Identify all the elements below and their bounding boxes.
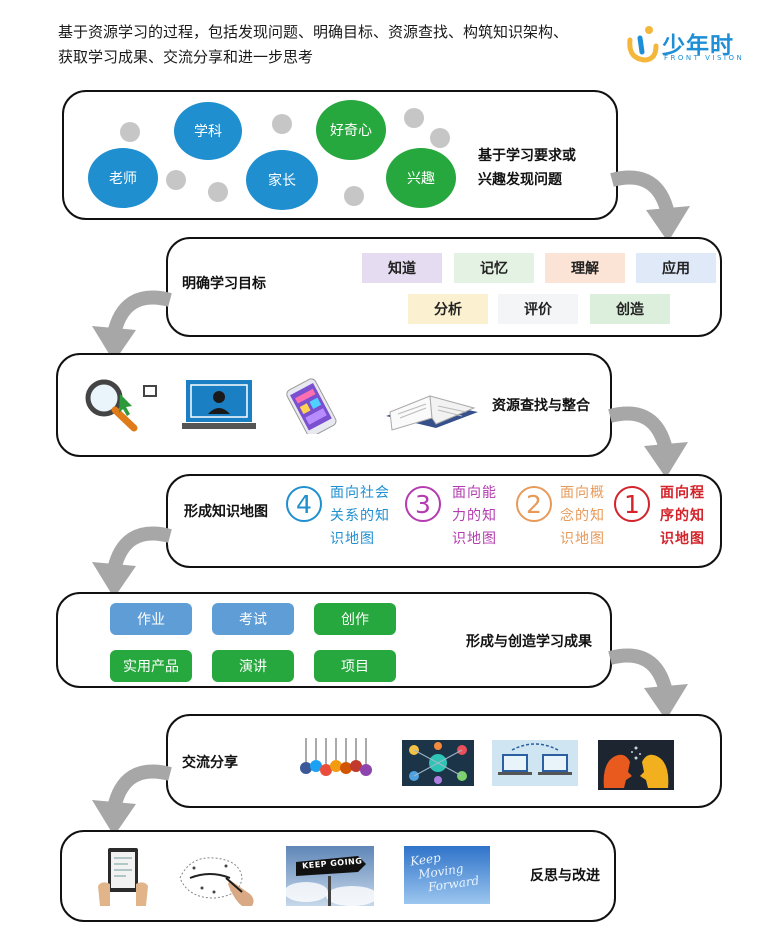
heads-communication-image	[598, 740, 674, 790]
map-text-line: 念的知	[560, 508, 605, 524]
arrow-left-icon	[92, 526, 172, 598]
logo-name: 少年时	[662, 33, 734, 59]
header-line-2: 获取学习成果、交流分享和进一步思考	[58, 48, 314, 66]
stage6-label: 交流分享	[182, 755, 238, 771]
decor-dot	[272, 114, 292, 134]
decor-dot	[430, 128, 450, 148]
outcome-creation: 创作	[314, 603, 396, 635]
magnifier-search-icon	[85, 379, 157, 432]
map-text-line: 序的知	[660, 508, 705, 524]
arrow-right-icon	[610, 170, 690, 242]
circle-curiosity: 好奇心	[316, 100, 386, 160]
stage1-label: 基于学习要求或 兴趣发现问题	[478, 144, 576, 192]
map-number-3: 3	[405, 486, 441, 522]
stage1-label-line2: 兴趣发现问题	[478, 172, 562, 188]
logo-mark-icon	[627, 26, 659, 63]
goal-tag-create: 创造	[590, 294, 670, 324]
decor-dot	[344, 186, 364, 206]
arrow-right-icon	[608, 648, 688, 720]
map-text-concept: 面向概 念的知 识地图	[560, 482, 624, 551]
circle-parent: 家长	[246, 150, 318, 210]
logo: 少年时 FRONT VISION	[622, 22, 747, 66]
map-text-social: 面向社会 关系的知 识地图	[330, 482, 394, 551]
map-number-2: 2	[516, 486, 552, 522]
page-header: 基于资源学习的过程，包括发现问题、明确目标、资源查找、构筑知识架构、 获取学习成…	[58, 20, 618, 70]
computers-sharing-image	[492, 740, 578, 786]
map-text-line: 关系的知	[330, 508, 390, 524]
open-book-icon	[386, 395, 478, 431]
map-text-line: 面向能	[452, 485, 497, 501]
stage4-label: 形成知识地图	[184, 504, 268, 520]
goal-tag-apply: 应用	[636, 253, 716, 283]
header-line-1: 基于资源学习的过程，包括发现问题、明确目标、资源查找、构筑知识架构、	[58, 23, 569, 41]
stage1-label-line1: 基于学习要求或	[478, 148, 576, 164]
map-text-line: 识地图	[560, 531, 605, 547]
map-text-line: 力的知	[452, 508, 497, 524]
circle-interest: 兴趣	[386, 148, 456, 208]
smartphone-app-icon	[286, 378, 337, 434]
outcome-project: 项目	[314, 650, 396, 682]
outcome-exam: 考试	[212, 603, 294, 635]
map-text-line: 识地图	[452, 531, 497, 547]
map-text-line: 面向社会	[330, 485, 390, 501]
decor-dot	[208, 182, 228, 202]
goal-tag-understand: 理解	[545, 253, 625, 283]
goal-tag-evaluate: 评价	[498, 294, 578, 324]
stage2-label: 明确学习目标	[182, 276, 266, 292]
circle-subject: 学科	[174, 102, 242, 160]
computer-monitor-icon	[182, 380, 256, 429]
decor-dot	[166, 170, 186, 190]
map-number-1: 1	[614, 486, 650, 522]
map-text-line: 识地图	[330, 531, 375, 547]
outcome-homework: 作业	[110, 603, 192, 635]
sky-text: Keep Moving Forward	[409, 846, 480, 896]
keep-going-sign-image: KEEP GOING	[286, 846, 374, 906]
map-number-4: 4	[286, 486, 322, 522]
goal-tag-analyze: 分析	[408, 294, 488, 324]
arrow-left-icon	[92, 290, 172, 362]
goal-tag-remember: 记忆	[454, 253, 534, 283]
circle-teacher: 老师	[88, 148, 158, 208]
map-text-ability: 面向能 力的知 识地图	[452, 482, 516, 551]
decor-dot	[404, 108, 424, 128]
arrow-right-icon	[608, 406, 688, 478]
map-text-procedure: 面向程 序的知 识地图	[660, 482, 724, 551]
stage7-label: 反思与改进	[530, 868, 600, 884]
arrow-left-icon	[92, 764, 172, 836]
map-text-line: 面向程	[660, 485, 705, 501]
stage3-label: 资源查找与整合	[492, 398, 590, 414]
map-text-line: 面向概	[560, 485, 605, 501]
sketch-hand-image	[179, 857, 254, 906]
stage5-label: 形成与创造学习成果	[466, 634, 592, 650]
outcome-speech: 演讲	[212, 650, 294, 682]
decor-dot	[120, 122, 140, 142]
tablet-hands-image	[98, 848, 148, 906]
map-text-line: 识地图	[660, 531, 705, 547]
stage-find-resources	[56, 353, 612, 457]
social-media-icons-image	[300, 738, 372, 776]
network-icons-image	[402, 740, 474, 786]
keep-moving-forward-image: Keep Moving Forward	[404, 846, 490, 904]
goal-tag-know: 知道	[362, 253, 442, 283]
logo-tagline: FRONT VISION	[664, 54, 745, 62]
outcome-product: 实用产品	[110, 650, 192, 682]
